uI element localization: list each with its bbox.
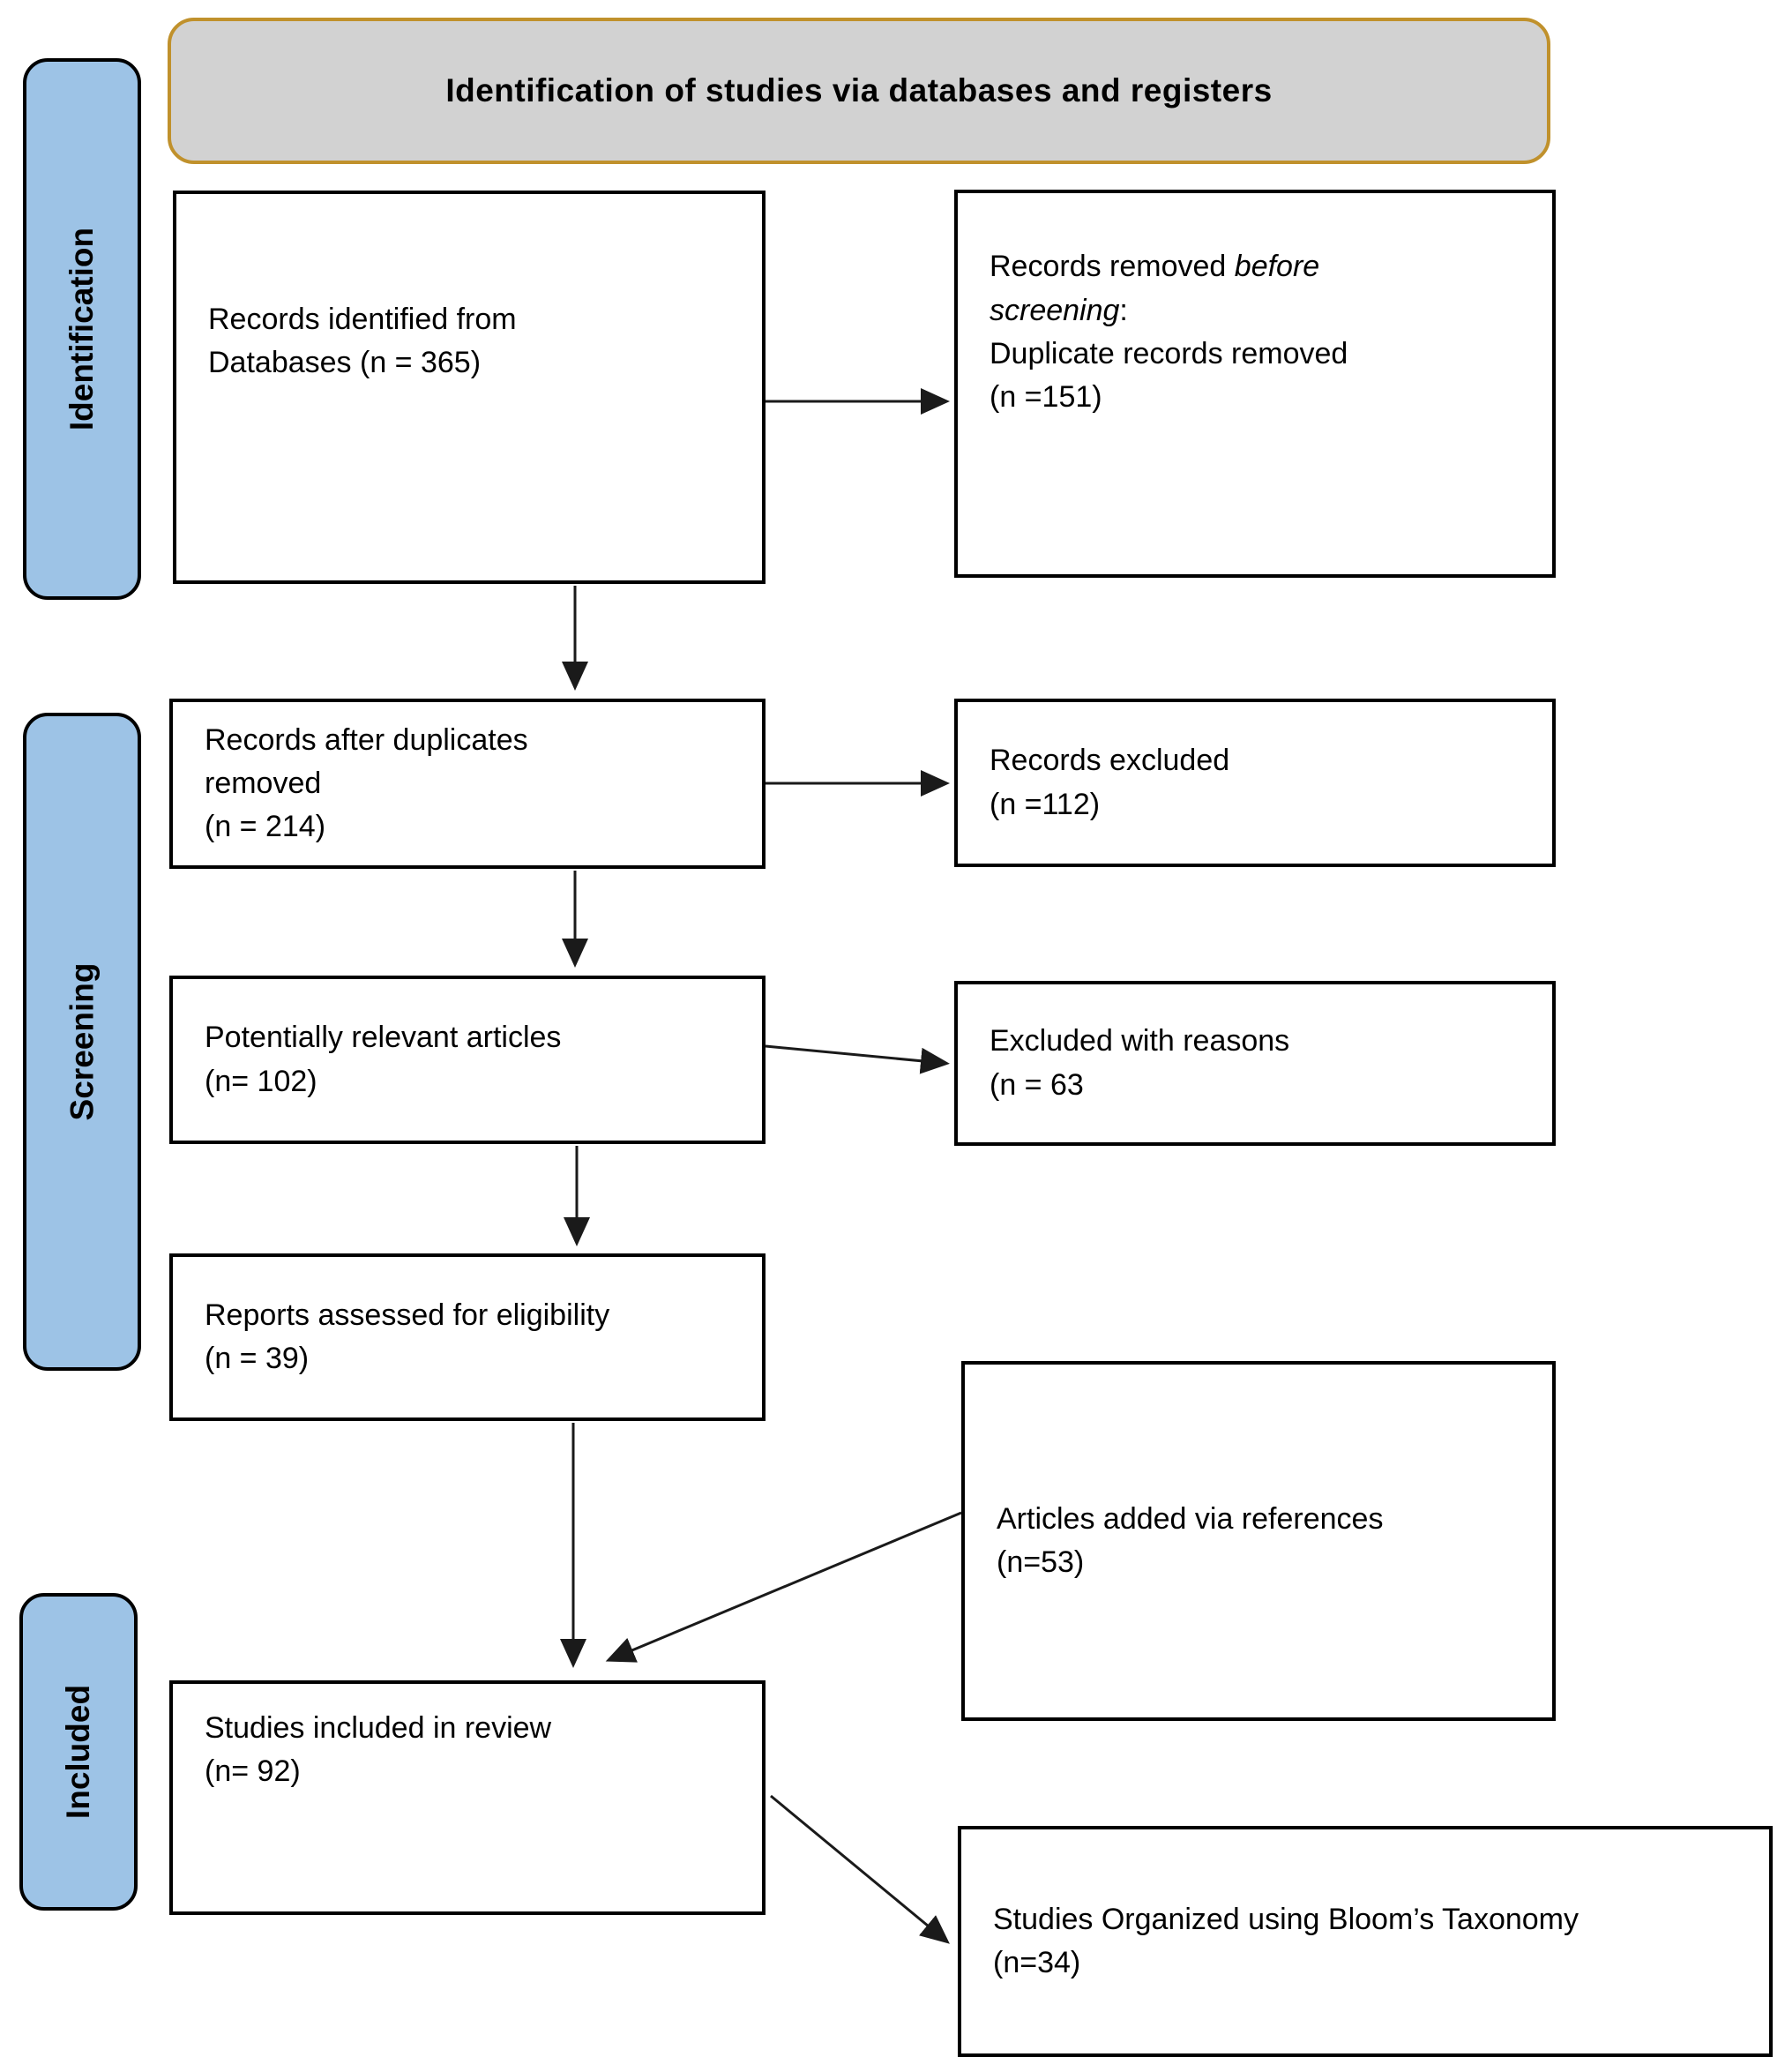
stage-identification-label: Identification bbox=[63, 227, 101, 431]
diagram-title: Identification of studies via databases … bbox=[445, 72, 1273, 108]
after-duplicates-text: Records after duplicates removed (n = 21… bbox=[205, 722, 528, 844]
potentially-relevant-text: Potentially relevant articles (n= 102) bbox=[205, 1021, 562, 1098]
records-removed-box: Records removed before screening: Duplicat… bbox=[954, 190, 1556, 578]
studies-organized-text: Studies Organized using Bloom’s Taxonomy… bbox=[993, 1902, 1579, 1979]
stage-included-label: Included bbox=[60, 1684, 96, 1820]
stage-screening: Screening bbox=[23, 713, 141, 1371]
after-duplicates-box: Records after duplicates removed (n = 21… bbox=[169, 699, 766, 869]
records-removed-text-italic-screening: screening bbox=[990, 293, 1120, 327]
reports-assessed-text: Reports assessed for eligibility (n = 39… bbox=[205, 1298, 610, 1375]
records-excluded-box: Records excluded (n =112) bbox=[954, 699, 1556, 867]
records-identified-text: Records identified from Databases (n = 3… bbox=[208, 302, 517, 379]
stage-screening-label: Screening bbox=[63, 962, 100, 1121]
records-removed-text-colon: : bbox=[1119, 293, 1128, 327]
records-identified-box: Records identified from Databases (n = 3… bbox=[173, 191, 766, 584]
records-removed-text-rest: Duplicate records removed (n =151) bbox=[990, 337, 1348, 415]
excluded-with-reasons-box: Excluded with reasons (n = 63 bbox=[954, 981, 1556, 1146]
articles-added-box: Articles added via references (n=53) bbox=[961, 1361, 1556, 1721]
arrow-references-to-included bbox=[605, 1511, 962, 1663]
records-removed-text-prefix: Records removed bbox=[990, 250, 1235, 284]
records-excluded-text: Records excluded (n =112) bbox=[990, 744, 1230, 821]
arrow-included-to-organized bbox=[770, 1794, 950, 1944]
records-removed-text: Records removed before screening: Duplicat… bbox=[958, 245, 1552, 419]
stage-included: Included bbox=[19, 1593, 138, 1911]
studies-included-text: Studies included in review (n= 92) bbox=[205, 1711, 552, 1789]
stage-identification: Identification bbox=[23, 58, 141, 600]
title-banner: Identification of studies via databases … bbox=[168, 18, 1550, 164]
excluded-with-reasons-text: Excluded with reasons (n = 63 bbox=[990, 1024, 1290, 1102]
studies-included-box: Studies included in review (n= 92) bbox=[169, 1680, 766, 1915]
potentially-relevant-box: Potentially relevant articles (n= 102) bbox=[169, 976, 766, 1144]
articles-added-text: Articles added via references (n=53) bbox=[997, 1501, 1384, 1579]
reports-assessed-box: Reports assessed for eligibility (n = 39… bbox=[169, 1253, 766, 1421]
arrow-relevant-to-excludedreasons bbox=[765, 1044, 950, 1074]
records-removed-text-italic-before: before bbox=[1234, 250, 1320, 284]
studies-organized-box: Studies Organized using Bloom’s Taxonomy… bbox=[958, 1826, 1773, 2057]
